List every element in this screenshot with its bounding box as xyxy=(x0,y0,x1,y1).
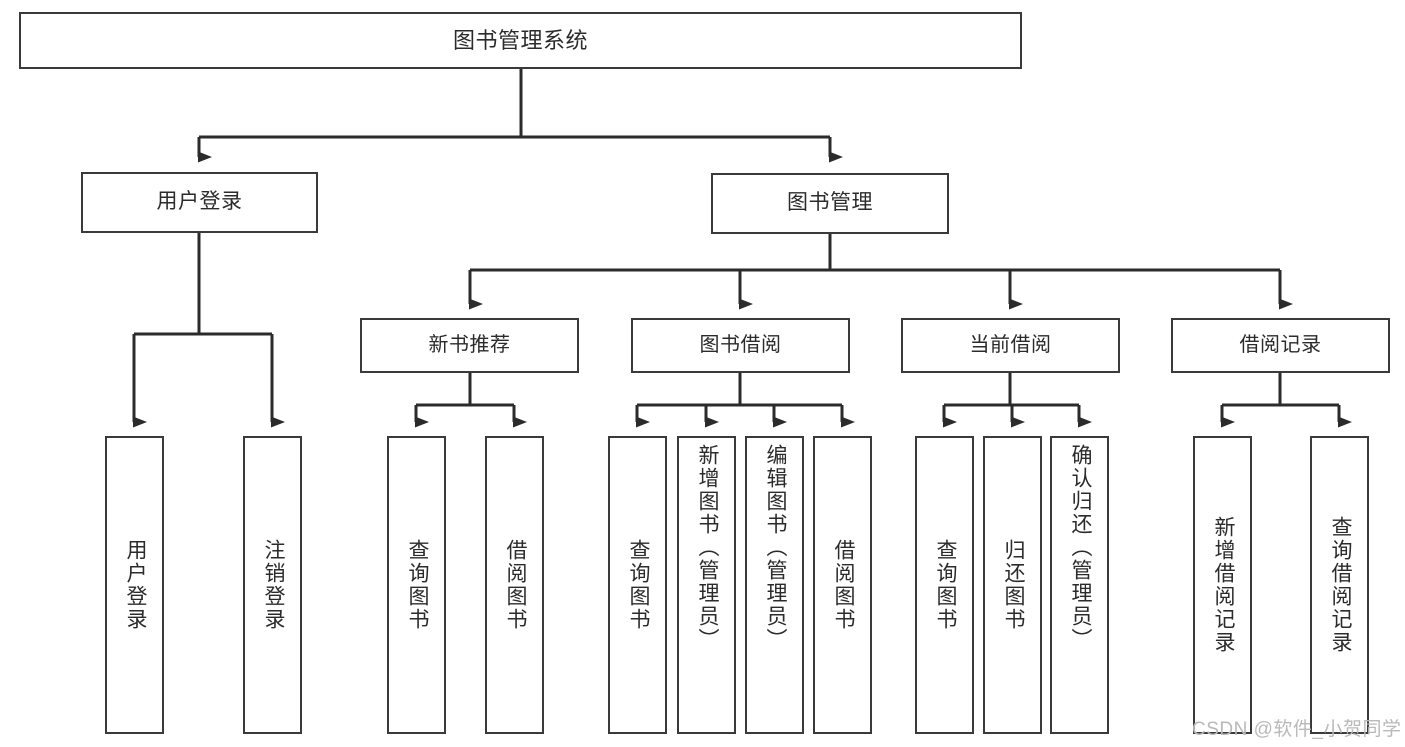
node-current-borrow-label: 当前借阅 xyxy=(969,334,1052,356)
node-leaf-borrow-book-2[interactable]: 借阅图书 xyxy=(813,436,872,734)
node-leaf-query-book-3[interactable]: 查询图书 xyxy=(915,436,974,734)
node-current-borrow[interactable]: 当前借阅 xyxy=(901,318,1120,373)
node-leaf-query-record[interactable]: 查询借阅记录 xyxy=(1310,436,1369,734)
node-leaf-borrow-book-1[interactable]: 借阅图书 xyxy=(485,436,544,734)
node-user-login-label: 用户登录 xyxy=(156,190,243,214)
node-leaf-query-book-2[interactable]: 查询图书 xyxy=(608,436,667,734)
node-leaf-query-book-3-label: 查询图书 xyxy=(933,539,957,631)
node-leaf-user-logout[interactable]: 注销登录 xyxy=(243,436,302,734)
node-leaf-add-record-label: 新增借阅记录 xyxy=(1211,516,1235,654)
node-borrow-record-label: 借阅记录 xyxy=(1239,334,1322,356)
node-leaf-confirm-return-label: 确认归还（管理员） xyxy=(1068,444,1092,651)
node-book-borrow[interactable]: 图书借阅 xyxy=(631,318,850,373)
watermark-text: CSDN @软件_小贺同学 xyxy=(1192,719,1402,740)
node-root[interactable]: 图书管理系统 xyxy=(19,12,1022,69)
node-book-manage[interactable]: 图书管理 xyxy=(711,173,949,234)
node-new-book-recommend-label: 新书推荐 xyxy=(428,334,511,356)
node-leaf-query-book-1[interactable]: 查询图书 xyxy=(387,436,446,734)
node-book-borrow-label: 图书借阅 xyxy=(699,334,782,356)
node-leaf-add-book-label: 新增图书（管理员） xyxy=(695,444,719,651)
node-leaf-add-record[interactable]: 新增借阅记录 xyxy=(1193,436,1252,734)
node-book-manage-label: 图书管理 xyxy=(787,191,873,215)
node-leaf-query-record-label: 查询借阅记录 xyxy=(1328,516,1352,654)
node-leaf-borrow-book-1-label: 借阅图书 xyxy=(503,539,527,631)
node-leaf-edit-book[interactable]: 编辑图书（管理员） xyxy=(745,436,804,734)
node-leaf-confirm-return[interactable]: 确认归还（管理员） xyxy=(1050,436,1109,734)
node-leaf-return-book[interactable]: 归还图书 xyxy=(983,436,1042,734)
node-leaf-return-book-label: 归还图书 xyxy=(1001,539,1025,631)
node-leaf-user-logout-label: 注销登录 xyxy=(261,539,285,631)
node-leaf-query-book-2-label: 查询图书 xyxy=(626,539,650,631)
node-leaf-user-login[interactable]: 用户登录 xyxy=(105,436,164,734)
node-new-book-recommend[interactable]: 新书推荐 xyxy=(360,318,579,373)
node-leaf-user-login-label: 用户登录 xyxy=(123,539,147,631)
node-leaf-borrow-book-2-label: 借阅图书 xyxy=(831,539,855,631)
node-user-login[interactable]: 用户登录 xyxy=(81,172,318,233)
node-leaf-add-book[interactable]: 新增图书（管理员） xyxy=(677,436,736,734)
node-root-label: 图书管理系统 xyxy=(452,27,588,53)
node-borrow-record[interactable]: 借阅记录 xyxy=(1171,318,1390,373)
node-leaf-edit-book-label: 编辑图书（管理员） xyxy=(763,444,787,651)
node-leaf-query-book-1-label: 查询图书 xyxy=(405,539,429,631)
